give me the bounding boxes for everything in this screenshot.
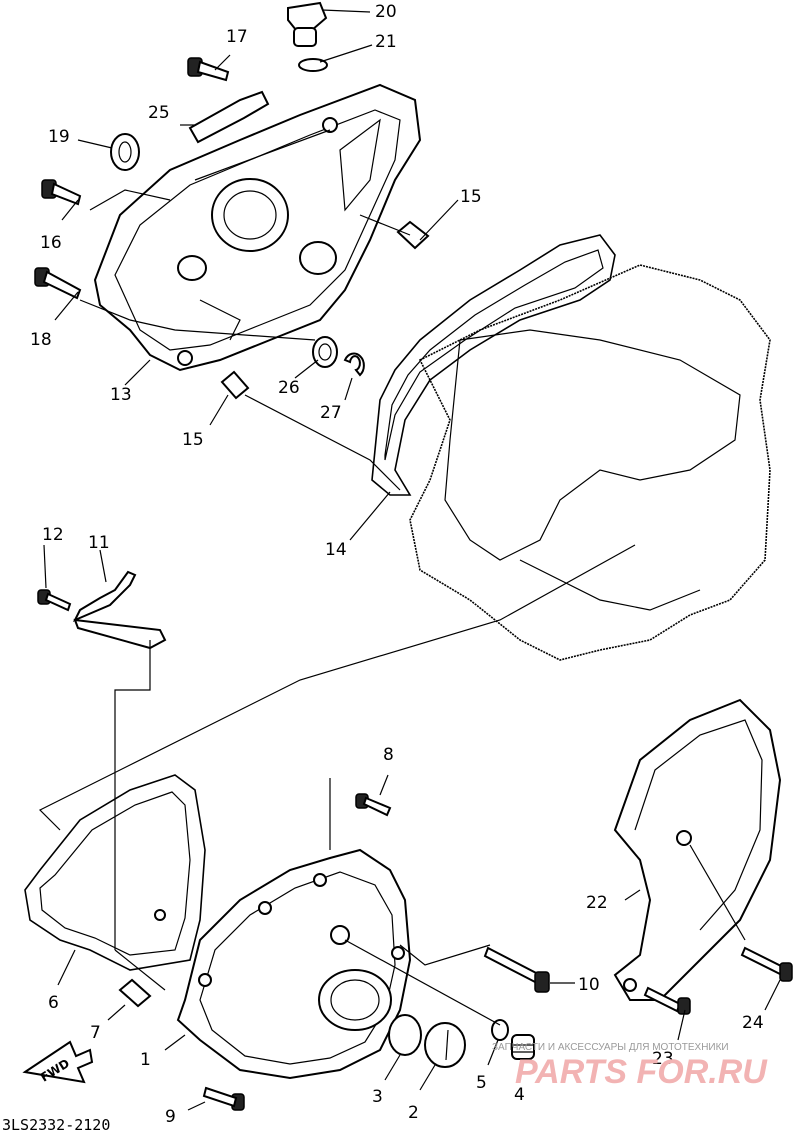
gasket-14[interactable] xyxy=(371,234,616,496)
leader-lines xyxy=(43,9,781,1111)
callout-16: 16 xyxy=(40,233,62,253)
shift-lever-11[interactable] xyxy=(72,570,167,650)
crankcase-cover-13[interactable] xyxy=(93,83,422,372)
callout-labels: 20 21 17 25 19 16 15 18 13 26 27 15 14 1… xyxy=(30,2,764,1127)
callout-3: 3 xyxy=(372,1087,383,1107)
plug-19[interactable] xyxy=(110,133,140,171)
watermark-brand: PARTS FOR.RU xyxy=(515,1053,768,1091)
callout-24: 24 xyxy=(742,1013,764,1033)
callout-15-upper: 15 xyxy=(460,187,482,207)
alignment-lines xyxy=(38,129,746,1026)
callout-26: 26 xyxy=(278,378,300,398)
bolt-17[interactable] xyxy=(187,57,230,82)
o-ring-3[interactable] xyxy=(388,1014,422,1056)
callout-20: 20 xyxy=(375,2,397,22)
callout-2: 2 xyxy=(408,1103,419,1123)
callout-27: 27 xyxy=(320,403,342,423)
callout-9: 9 xyxy=(165,1107,176,1127)
bolt-8[interactable] xyxy=(355,793,392,817)
callout-23: 23 xyxy=(652,1049,674,1069)
callout-19: 19 xyxy=(48,127,70,147)
bolt-16[interactable] xyxy=(41,179,82,206)
plug-4[interactable] xyxy=(511,1034,535,1060)
callout-18: 18 xyxy=(30,330,52,350)
bolt-24[interactable] xyxy=(740,946,793,982)
dowel-pin-7[interactable] xyxy=(118,978,152,1008)
bolt-12[interactable] xyxy=(37,589,72,612)
callout-1: 1 xyxy=(140,1050,151,1070)
bolt-23[interactable] xyxy=(643,986,691,1015)
callout-22: 22 xyxy=(586,893,608,913)
crankcase-cover-1[interactable] xyxy=(176,848,412,1080)
circlip-27[interactable] xyxy=(343,352,365,377)
gasket-6[interactable] xyxy=(24,774,206,971)
watermark: ЗАПЧАСТИ И АКСЕССУАРЫ ДЛЯ МОТОТЕХНИКИ PA… xyxy=(492,1042,768,1091)
plug-2[interactable] xyxy=(424,1022,466,1068)
o-ring-5[interactable] xyxy=(491,1019,509,1041)
oil-seal-26[interactable] xyxy=(312,336,338,368)
callout-17: 17 xyxy=(226,27,248,47)
callout-5: 5 xyxy=(476,1073,487,1093)
oil-filler-cap-20[interactable] xyxy=(287,1,328,47)
bolt-10[interactable] xyxy=(483,946,550,993)
diagram-code: 3LS2332-2120 xyxy=(2,1116,110,1133)
callout-11: 11 xyxy=(88,533,110,553)
watermark-tagline: ЗАПЧАСТИ И АКСЕССУАРЫ ДЛЯ МОТОТЕХНИКИ xyxy=(492,1042,729,1053)
callout-13: 13 xyxy=(110,385,132,405)
dowel-pin-15-lower[interactable] xyxy=(220,370,250,400)
bolt-18[interactable] xyxy=(34,267,82,300)
callout-7: 7 xyxy=(90,1023,101,1043)
crankcase-outline xyxy=(409,264,771,661)
bolt-9[interactable] xyxy=(202,1086,245,1111)
callout-8: 8 xyxy=(383,745,394,765)
callout-4: 4 xyxy=(514,1085,525,1105)
callout-25: 25 xyxy=(148,103,170,123)
callout-21: 21 xyxy=(375,32,397,52)
fwd-arrow: FWD xyxy=(22,1040,94,1085)
callout-14: 14 xyxy=(325,540,347,560)
dowel-pin-15-upper[interactable] xyxy=(396,220,430,250)
sprocket-cover-22[interactable] xyxy=(613,698,782,1001)
callout-12: 12 xyxy=(42,525,64,545)
bracket-25[interactable] xyxy=(188,90,270,144)
callout-6: 6 xyxy=(48,993,59,1013)
callout-15-lower: 15 xyxy=(182,430,204,450)
callout-10: 10 xyxy=(578,975,600,995)
